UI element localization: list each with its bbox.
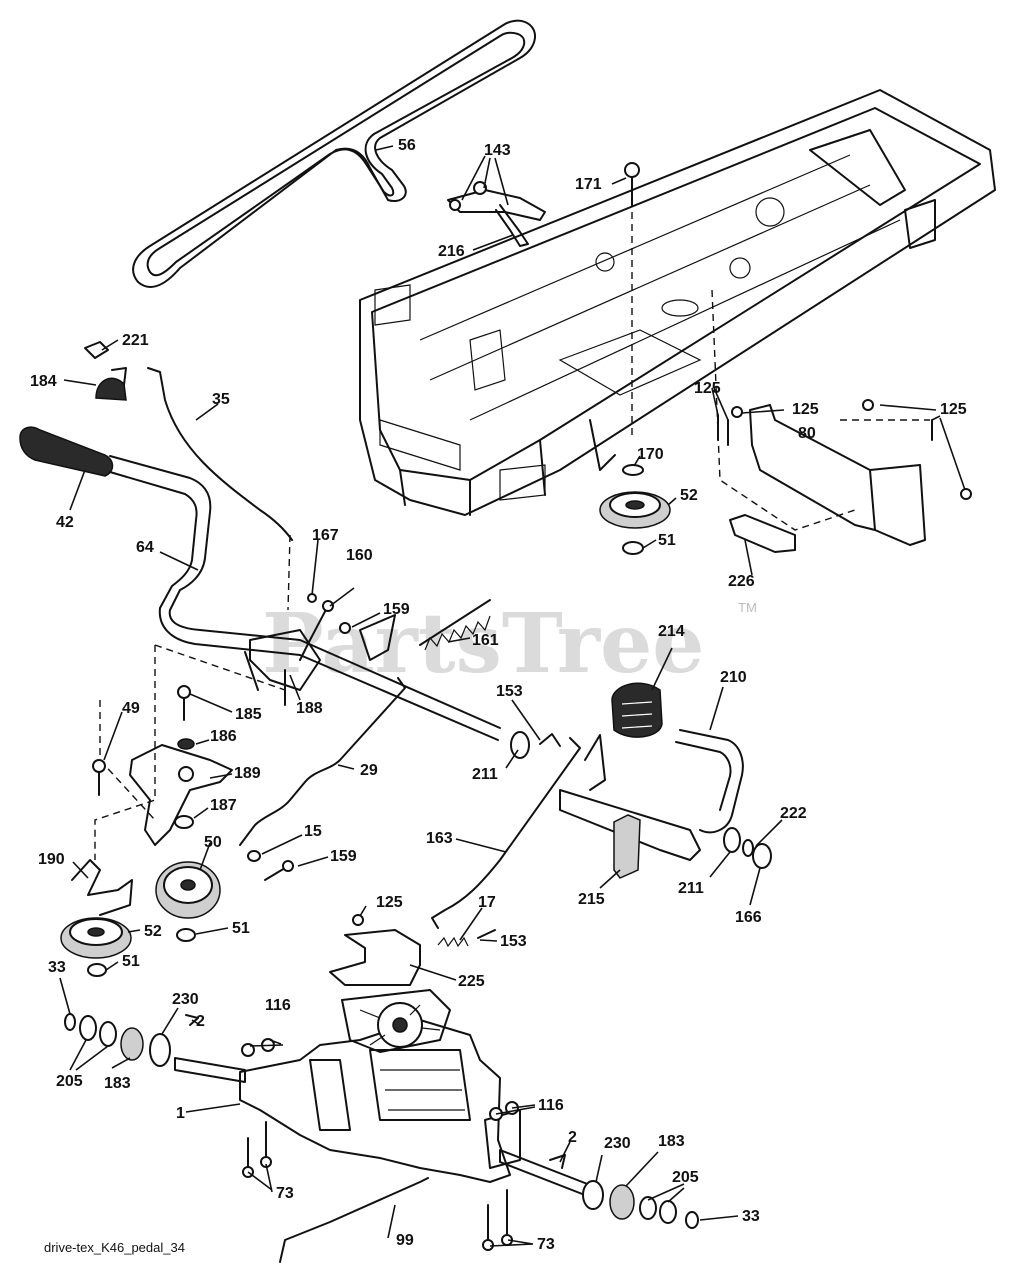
callout-15: 15 <box>304 823 322 840</box>
callout-1: 1 <box>176 1105 185 1122</box>
callout-17: 17 <box>478 894 496 911</box>
callout-214: 214 <box>658 623 685 640</box>
axle-stack-right <box>549 1154 699 1229</box>
callout-188: 188 <box>296 700 323 717</box>
leader-lines <box>59 145 966 1247</box>
callout-33a: 33 <box>48 959 66 976</box>
callout-215: 215 <box>578 891 605 908</box>
bushing-211a <box>510 731 561 759</box>
callout-167: 167 <box>312 527 339 544</box>
callout-51c: 51 <box>232 920 250 937</box>
eye-bolt-159b <box>247 850 294 881</box>
callout-42: 42 <box>56 514 74 531</box>
callout-170: 170 <box>637 446 664 463</box>
callout-51a: 51 <box>658 532 676 549</box>
callout-116a: 116 <box>265 997 291 1014</box>
callout-190: 190 <box>38 851 65 868</box>
rod-163 <box>431 737 581 929</box>
callout-171: 171 <box>575 176 602 193</box>
callout-205b: 205 <box>672 1169 699 1186</box>
callout-125c: 125 <box>940 401 967 418</box>
callout-29: 29 <box>360 762 378 779</box>
bracket-226 <box>729 514 796 553</box>
callout-73b: 73 <box>537 1236 555 1253</box>
callout-161: 161 <box>472 632 499 649</box>
callout-183a: 183 <box>104 1075 131 1092</box>
callout-33b: 33 <box>742 1208 760 1225</box>
diagram-caption: drive-tex_K46_pedal_34 <box>44 1240 185 1255</box>
watermark-tm: TM <box>738 600 757 615</box>
callout-216: 216 <box>438 243 465 260</box>
idler-pulley-50 <box>155 861 221 942</box>
callout-225: 225 <box>458 973 485 990</box>
chassis-frame <box>359 89 996 516</box>
bracket-225 <box>329 914 496 986</box>
callout-56: 56 <box>398 137 416 154</box>
callout-153a: 153 <box>496 683 523 700</box>
callout-226: 226 <box>728 573 755 590</box>
callout-116b: 116 <box>538 1097 564 1114</box>
bolt-171 <box>624 162 640 207</box>
callout-185: 185 <box>235 706 262 723</box>
callout-166: 166 <box>735 909 762 926</box>
callout-125b: 125 <box>792 401 819 418</box>
idler-bracket-189 <box>92 685 233 846</box>
callout-80: 80 <box>798 425 816 442</box>
callout-159b: 159 <box>330 848 357 865</box>
callout-211a: 211 <box>472 766 498 783</box>
callout-186: 186 <box>210 728 237 745</box>
control-rod-35 <box>147 367 293 541</box>
callout-2a: 2 <box>196 1013 205 1030</box>
callout-210: 210 <box>720 669 747 686</box>
callout-183b: 183 <box>658 1133 685 1150</box>
drive-belt <box>132 19 536 288</box>
lever-grip-42 <box>19 426 501 741</box>
knob-184 <box>84 341 127 401</box>
callout-221: 221 <box>122 332 149 349</box>
axle-stack-left <box>64 1013 199 1067</box>
callout-222: 222 <box>780 805 807 822</box>
callout-211b: 211 <box>678 880 704 897</box>
pedal-214 <box>611 682 663 738</box>
callout-153b: 153 <box>500 933 527 950</box>
callout-2b: 2 <box>568 1129 577 1146</box>
callout-64: 64 <box>136 539 154 556</box>
bracket-216 <box>447 181 546 247</box>
spring-161 <box>339 599 491 661</box>
bracket-80 <box>717 399 972 546</box>
callout-163: 163 <box>426 830 453 847</box>
callout-51b: 51 <box>122 953 140 970</box>
idler-pulley-upper <box>589 419 671 555</box>
cover-215 <box>613 814 641 879</box>
callout-125a: 125 <box>694 380 721 397</box>
washers-right <box>723 827 772 869</box>
callout-99: 99 <box>396 1232 414 1249</box>
callout-159a: 159 <box>383 601 410 618</box>
callout-52b: 52 <box>144 923 162 940</box>
callout-143: 143 <box>484 142 511 159</box>
callout-labels: 56 143 171 216 221 184 35 42 64 125 125 … <box>30 137 967 1253</box>
callout-230b: 230 <box>604 1135 631 1152</box>
pedal-arm-210 <box>559 729 744 861</box>
callout-125d: 125 <box>376 894 403 911</box>
callout-189: 189 <box>234 765 261 782</box>
watermark: PartsTree <box>262 596 704 692</box>
callout-205a: 205 <box>56 1073 83 1090</box>
callout-230a: 230 <box>172 991 199 1008</box>
transaxle-1 <box>174 989 591 1198</box>
callout-50: 50 <box>204 834 222 851</box>
lever-bracket-188 <box>244 593 334 706</box>
callout-160: 160 <box>346 547 373 564</box>
callout-187: 187 <box>210 797 237 814</box>
callout-184: 184 <box>30 373 57 390</box>
callout-35: 35 <box>212 391 230 408</box>
rod-99 <box>279 1177 429 1263</box>
callout-73a: 73 <box>276 1185 294 1202</box>
callout-52a: 52 <box>680 487 698 504</box>
callout-49: 49 <box>122 700 140 717</box>
rod-29 <box>239 677 406 846</box>
